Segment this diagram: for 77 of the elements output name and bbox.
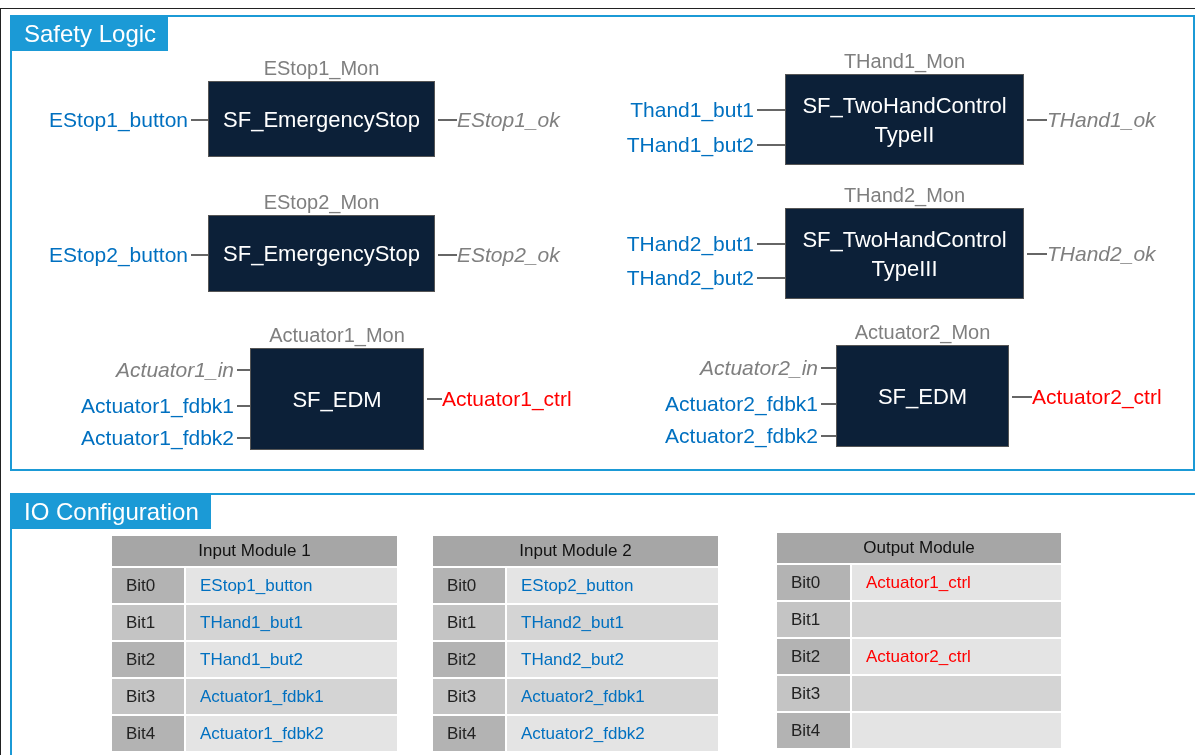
bit-label: Bit2	[776, 638, 851, 675]
input-signal: Actuator2_fdbk1	[618, 390, 818, 418]
signal-name: THand1_but1	[185, 604, 398, 641]
bit-label: Bit3	[111, 678, 185, 715]
function-block: SF_EmergencyStop	[208, 81, 435, 157]
input-signal: THand1_but2	[588, 131, 754, 159]
output-signal: Actuator1_ctrl	[442, 385, 602, 413]
function-block: SF_EDM	[250, 348, 424, 450]
instance-name: Actuator1_Mon	[268, 323, 406, 348]
connector-line	[820, 403, 837, 405]
connector-line	[190, 119, 209, 121]
connector-line	[236, 369, 251, 371]
connector-line	[756, 109, 786, 111]
connector-line	[1026, 253, 1048, 255]
section-panel	[10, 15, 1195, 471]
output-signal: Actuator2_ctrl	[1032, 383, 1192, 411]
bit-label: Bit4	[776, 712, 851, 749]
connector-line	[190, 254, 209, 256]
connector-line	[756, 277, 786, 279]
instance-name: THand1_Mon	[842, 49, 967, 74]
section-title-tab: IO Configuration	[12, 495, 211, 529]
bit-label: Bit2	[432, 641, 506, 678]
connector-line	[820, 435, 837, 437]
bit-label: Bit2	[111, 641, 185, 678]
bit-label: Bit0	[432, 567, 506, 604]
instance-name: EStop2_Mon	[262, 190, 381, 215]
signal-name: Actuator1_fdbk2	[185, 715, 398, 752]
signal-name: Actuator2_fdbk1	[506, 678, 719, 715]
table-header: Input Module 1	[111, 535, 398, 567]
function-block: SF_TwoHandControl TypeIII	[785, 208, 1024, 299]
signal-name: EStop1_button	[185, 567, 398, 604]
connector-line	[820, 367, 837, 369]
signal-name: Actuator1_fdbk1	[185, 678, 398, 715]
input-signal: Actuator2_fdbk2	[618, 422, 818, 450]
table-header: Output Module	[776, 532, 1062, 564]
bit-label: Bit0	[111, 567, 185, 604]
bit-label: Bit1	[776, 601, 851, 638]
bit-label: Bit1	[111, 604, 185, 641]
connector-line	[426, 398, 443, 400]
instance-name: Actuator2_Mon	[853, 320, 992, 345]
input-signal: Actuator1_fdbk2	[38, 424, 234, 452]
table-header: Input Module 2	[432, 535, 719, 567]
output-signal: THand1_ok	[1047, 106, 1187, 134]
signal-name: EStop2_button	[506, 567, 719, 604]
function-block: SF_EDM	[836, 345, 1009, 447]
input-signal: Actuator1_fdbk1	[38, 392, 234, 420]
function-block: SF_TwoHandControl TypeII	[785, 74, 1024, 165]
section-title-tab: Safety Logic	[12, 17, 169, 51]
bit-label: Bit3	[776, 675, 851, 712]
signal-name: Actuator2_ctrl	[851, 638, 1062, 675]
function-block: SF_EmergencyStop	[208, 215, 435, 292]
connector-line	[756, 144, 786, 146]
signal-name: Actuator1_ctrl	[851, 564, 1062, 601]
instance-name: THand2_Mon	[842, 183, 967, 208]
input-signal: EStop1_button	[16, 106, 188, 134]
bit-label: Bit1	[432, 604, 506, 641]
connector-line	[1011, 396, 1033, 398]
output-signal: THand2_ok	[1047, 240, 1187, 268]
connector-line	[437, 254, 458, 256]
signal-name: THand2_but1	[506, 604, 719, 641]
input-signal: Actuator2_in	[638, 354, 818, 382]
bit-label: Bit4	[111, 715, 185, 752]
connector-line	[1026, 119, 1048, 121]
instance-name: EStop1_Mon	[262, 56, 381, 81]
bit-label: Bit4	[432, 715, 506, 752]
signal-name: Actuator2_fdbk2	[506, 715, 719, 752]
input-signal: Actuator1_in	[58, 356, 234, 384]
signal-name: THand1_but2	[185, 641, 398, 678]
connector-line	[756, 243, 786, 245]
connector-line	[236, 405, 251, 407]
connector-line	[437, 119, 458, 121]
signal-name: THand2_but2	[506, 641, 719, 678]
bit-label: Bit3	[432, 678, 506, 715]
input-signal: EStop2_button	[16, 241, 188, 269]
bit-label: Bit0	[776, 564, 851, 601]
connector-line	[236, 437, 251, 439]
section-panel	[10, 493, 1195, 755]
